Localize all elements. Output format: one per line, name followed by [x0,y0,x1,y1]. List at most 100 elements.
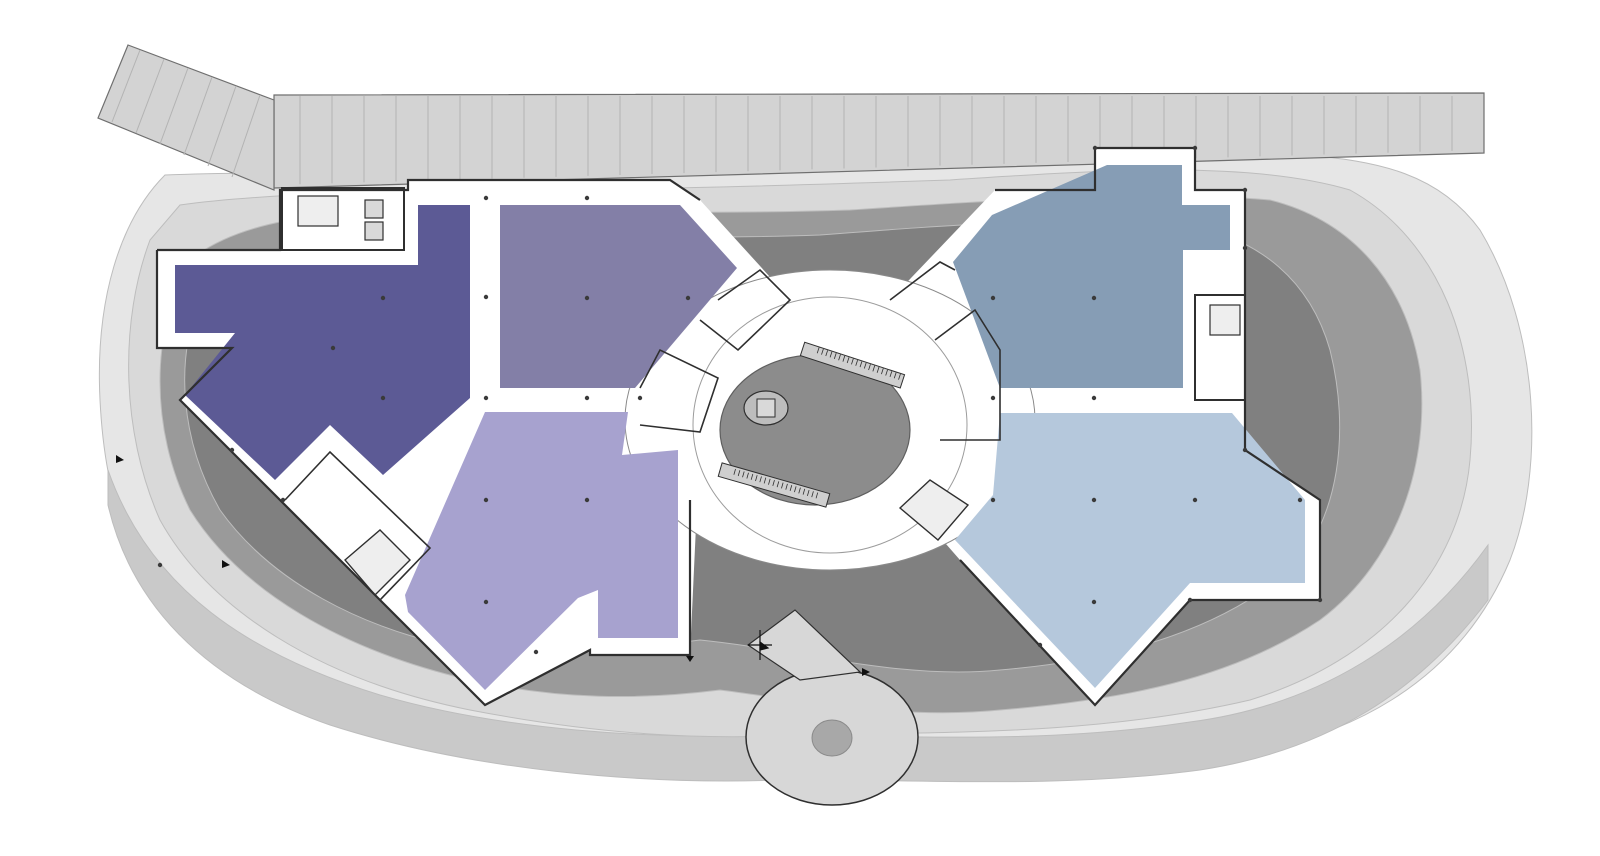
gallery-rooms-group [175,165,1305,690]
column-dot-icon [483,294,489,300]
column-dot-icon [1242,245,1248,251]
column-dot-icon [1092,145,1098,151]
core-se-outline [898,479,970,541]
escalator-tread [893,372,897,379]
stair-icon [1209,304,1241,336]
elevator-icon [364,199,384,219]
column-dot-icon [990,395,996,401]
escalator-tread [750,473,754,480]
escalator-tread [838,354,841,361]
partition-east-rooms [934,308,1001,441]
slab-edge-west [155,178,701,707]
elevator-icon [364,221,384,241]
column-dot-icon [1192,145,1198,151]
escalator-tread [816,347,820,354]
column-dot-icon [157,562,163,568]
roof-hatch-line [207,85,237,167]
escalator-tread [733,468,736,475]
gallery-north [500,205,737,388]
escalator-tread [898,373,901,380]
column-dot-icon [584,195,590,201]
escalator-tread [851,358,854,365]
road-band [107,469,1489,783]
escalator-tread [868,364,871,371]
turnaround-center [811,719,853,757]
escalator-tread [821,348,824,355]
escalator-tread [811,491,814,498]
column-dot-icon [685,295,691,301]
escalator-tread [872,365,876,372]
column-dot-icon [584,395,590,401]
escalator-tread [785,483,788,490]
escalator-tread [815,492,819,499]
roof-hatch-line [231,94,261,178]
column-dot-icon [1091,599,1097,605]
column-dot-icon [229,447,235,453]
entry-arrow-icon [862,668,870,676]
escalator-tread [776,481,780,488]
column-dot-icon [990,497,996,503]
escalator-treads [816,347,901,380]
column-dot-icon [380,395,386,401]
column-dot-icon [483,497,489,503]
column-dot-icon [280,497,286,503]
stair-icon [297,195,339,227]
entry-arrow-icon [686,656,694,662]
column-dot-icon [637,395,643,401]
column-dot-icon [990,295,996,301]
escalator-tread [759,476,762,483]
entry-drive [746,609,862,681]
escalator-tread [746,472,749,479]
escalator-tread [789,485,793,491]
column-dot-icon [380,295,386,301]
escalator-tread [863,362,867,369]
escalator-tread [742,471,745,478]
escalator-tread [781,482,784,489]
core-sw-outline [344,529,411,597]
escalator-south [717,462,831,508]
column-dot-icon [584,295,590,301]
column-dot-icon [330,345,336,351]
column-grid [157,145,1323,655]
slab-edge-east [959,146,1322,707]
escalator-tread [885,369,888,376]
escalator-tread [802,488,806,495]
column-dot-icon [483,395,489,401]
roof-hatch-line [135,58,165,134]
column-dot-icon [1091,295,1097,301]
north-marker-icon [748,630,772,660]
escalator-tread [755,475,758,482]
partition-sw [284,450,432,601]
column-dot-icon [483,599,489,605]
roof-hatch-line [159,67,189,145]
entry-arrow-icon [116,455,124,463]
atrium-group [692,296,968,554]
roof-hatch-line [111,49,141,123]
column-dot-icon [1242,187,1248,193]
escalator-tread [772,480,775,487]
column-dot-icon [1037,642,1043,648]
column-dot-icon [584,497,590,503]
gallery-southwest [405,412,678,690]
escalator-tread [842,355,846,362]
column-dot-icon [1242,447,1248,453]
column-dot-icon [1297,497,1303,503]
escalator-tread [737,470,741,477]
escalator-tread [768,478,771,485]
elevator-icon [756,398,776,418]
escalator-hatch [733,347,901,499]
gallery-southeast [955,413,1305,688]
core-nw-outline [281,187,405,251]
escalator-tread [807,489,810,496]
escalator-tread [876,366,880,373]
column-dot-icon [533,649,539,655]
entry-arrow-icon [222,560,230,568]
column-dot-icon [483,195,489,201]
partition-northeast-link [889,261,956,301]
roof-hatch-lines [111,49,1453,185]
column-dot-icon [1317,597,1323,603]
roof-strip-diagonal [97,44,275,191]
partition-west-rooms [639,348,719,433]
roof-hatch-line [183,76,213,156]
